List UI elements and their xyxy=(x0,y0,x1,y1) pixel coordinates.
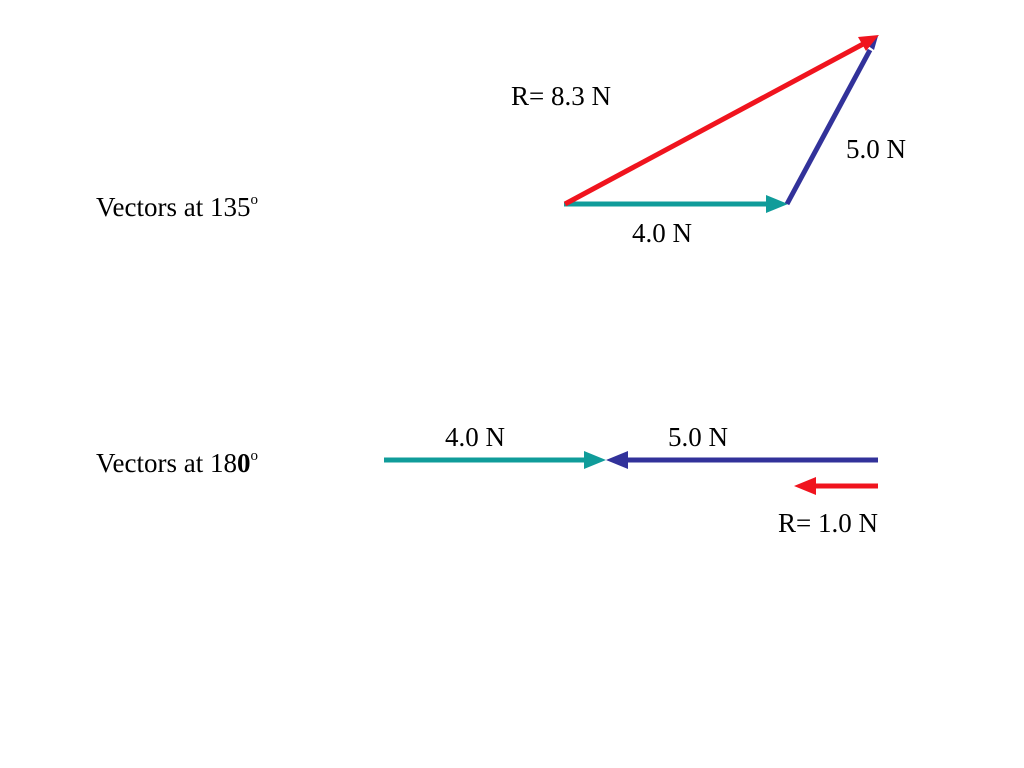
title-vectors-135: Vectors at 135o xyxy=(96,192,258,222)
vector-5n-arrowhead-180 xyxy=(606,451,628,469)
resultant-label-180: R= 1.0 N xyxy=(778,508,878,538)
title-vectors-180-text: Vectors at 18 xyxy=(96,448,237,478)
resultant-arrowhead-180 xyxy=(794,477,816,495)
title-vectors-180-bold-digit: 0 xyxy=(236,448,251,478)
resultant-shaft-135 xyxy=(563,40,867,207)
vector-4n-label-180: 4.0 N xyxy=(445,422,505,452)
vector-5n-label-135: 5.0 N xyxy=(846,134,906,164)
vector-5n-shaft-135 xyxy=(784,48,873,206)
degree-symbol: o xyxy=(250,192,258,208)
resultant-label-135: R= 8.3 N xyxy=(511,81,611,111)
vector-4n-arrowhead-180 xyxy=(584,451,606,469)
vector-4n-label-135: 4.0 N xyxy=(632,218,692,248)
degree-symbol: o xyxy=(250,448,258,464)
title-vectors-135-text: Vectors at 135 xyxy=(96,192,251,222)
resultant-arrowhead-135 xyxy=(858,35,879,51)
vector-4n-arrowhead-135 xyxy=(766,195,788,213)
vector-5n-label-180: 5.0 N xyxy=(668,422,728,452)
title-vectors-180: Vectors at 180o xyxy=(96,448,258,478)
